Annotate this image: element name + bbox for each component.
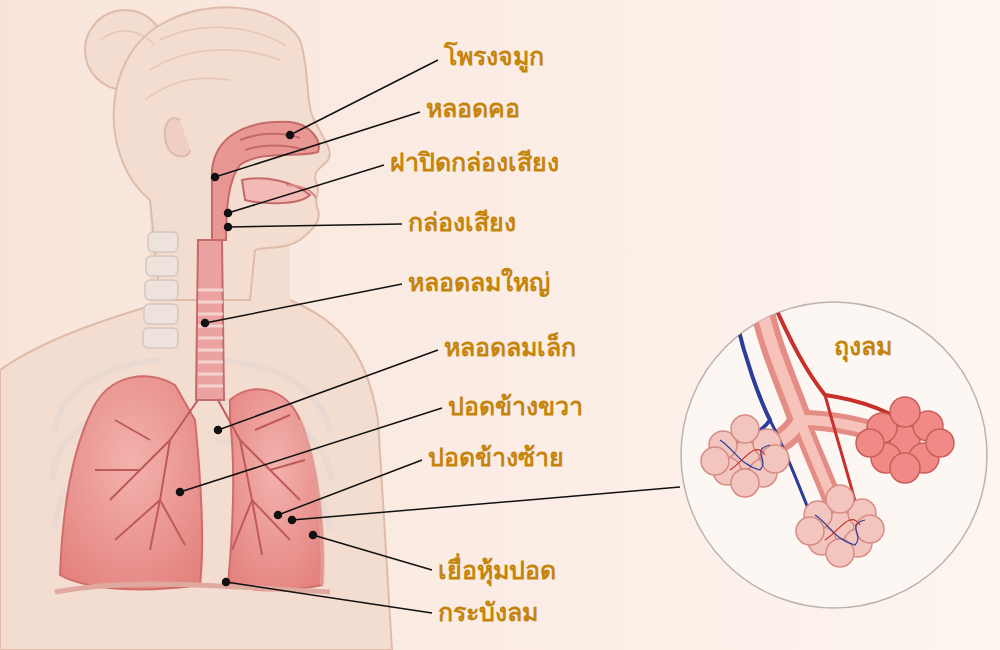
alveoli-inset [681,300,987,608]
part-label: กล่องเสียง [408,208,516,238]
nasal-cavity-throat [212,122,319,240]
part-label: ปอดข้างขวา [448,392,583,422]
part-label: โพรงจมูก [444,42,544,72]
body-silhouette [0,7,392,650]
part-label: หลอดลมใหญ่ [408,268,550,298]
lungs [60,376,323,590]
inset-title: ถุงลม [834,332,892,362]
part-label: เยื่อหุ้มปอด [438,556,556,586]
part-label: ฝาปิดกล่องเสียง [390,148,559,178]
part-label: หลอดคอ [426,94,520,124]
hair-lines [100,27,285,100]
spine [143,232,178,348]
bronchial-tree [95,400,305,555]
part-label: หลอดลมเล็ก [444,333,576,363]
part-label: กระบังลม [438,598,538,628]
leader-lines [177,60,681,613]
part-label: ปอดข้างซ้าย [428,443,564,473]
alveoli-inset-circle: ถุงลม [681,302,987,608]
